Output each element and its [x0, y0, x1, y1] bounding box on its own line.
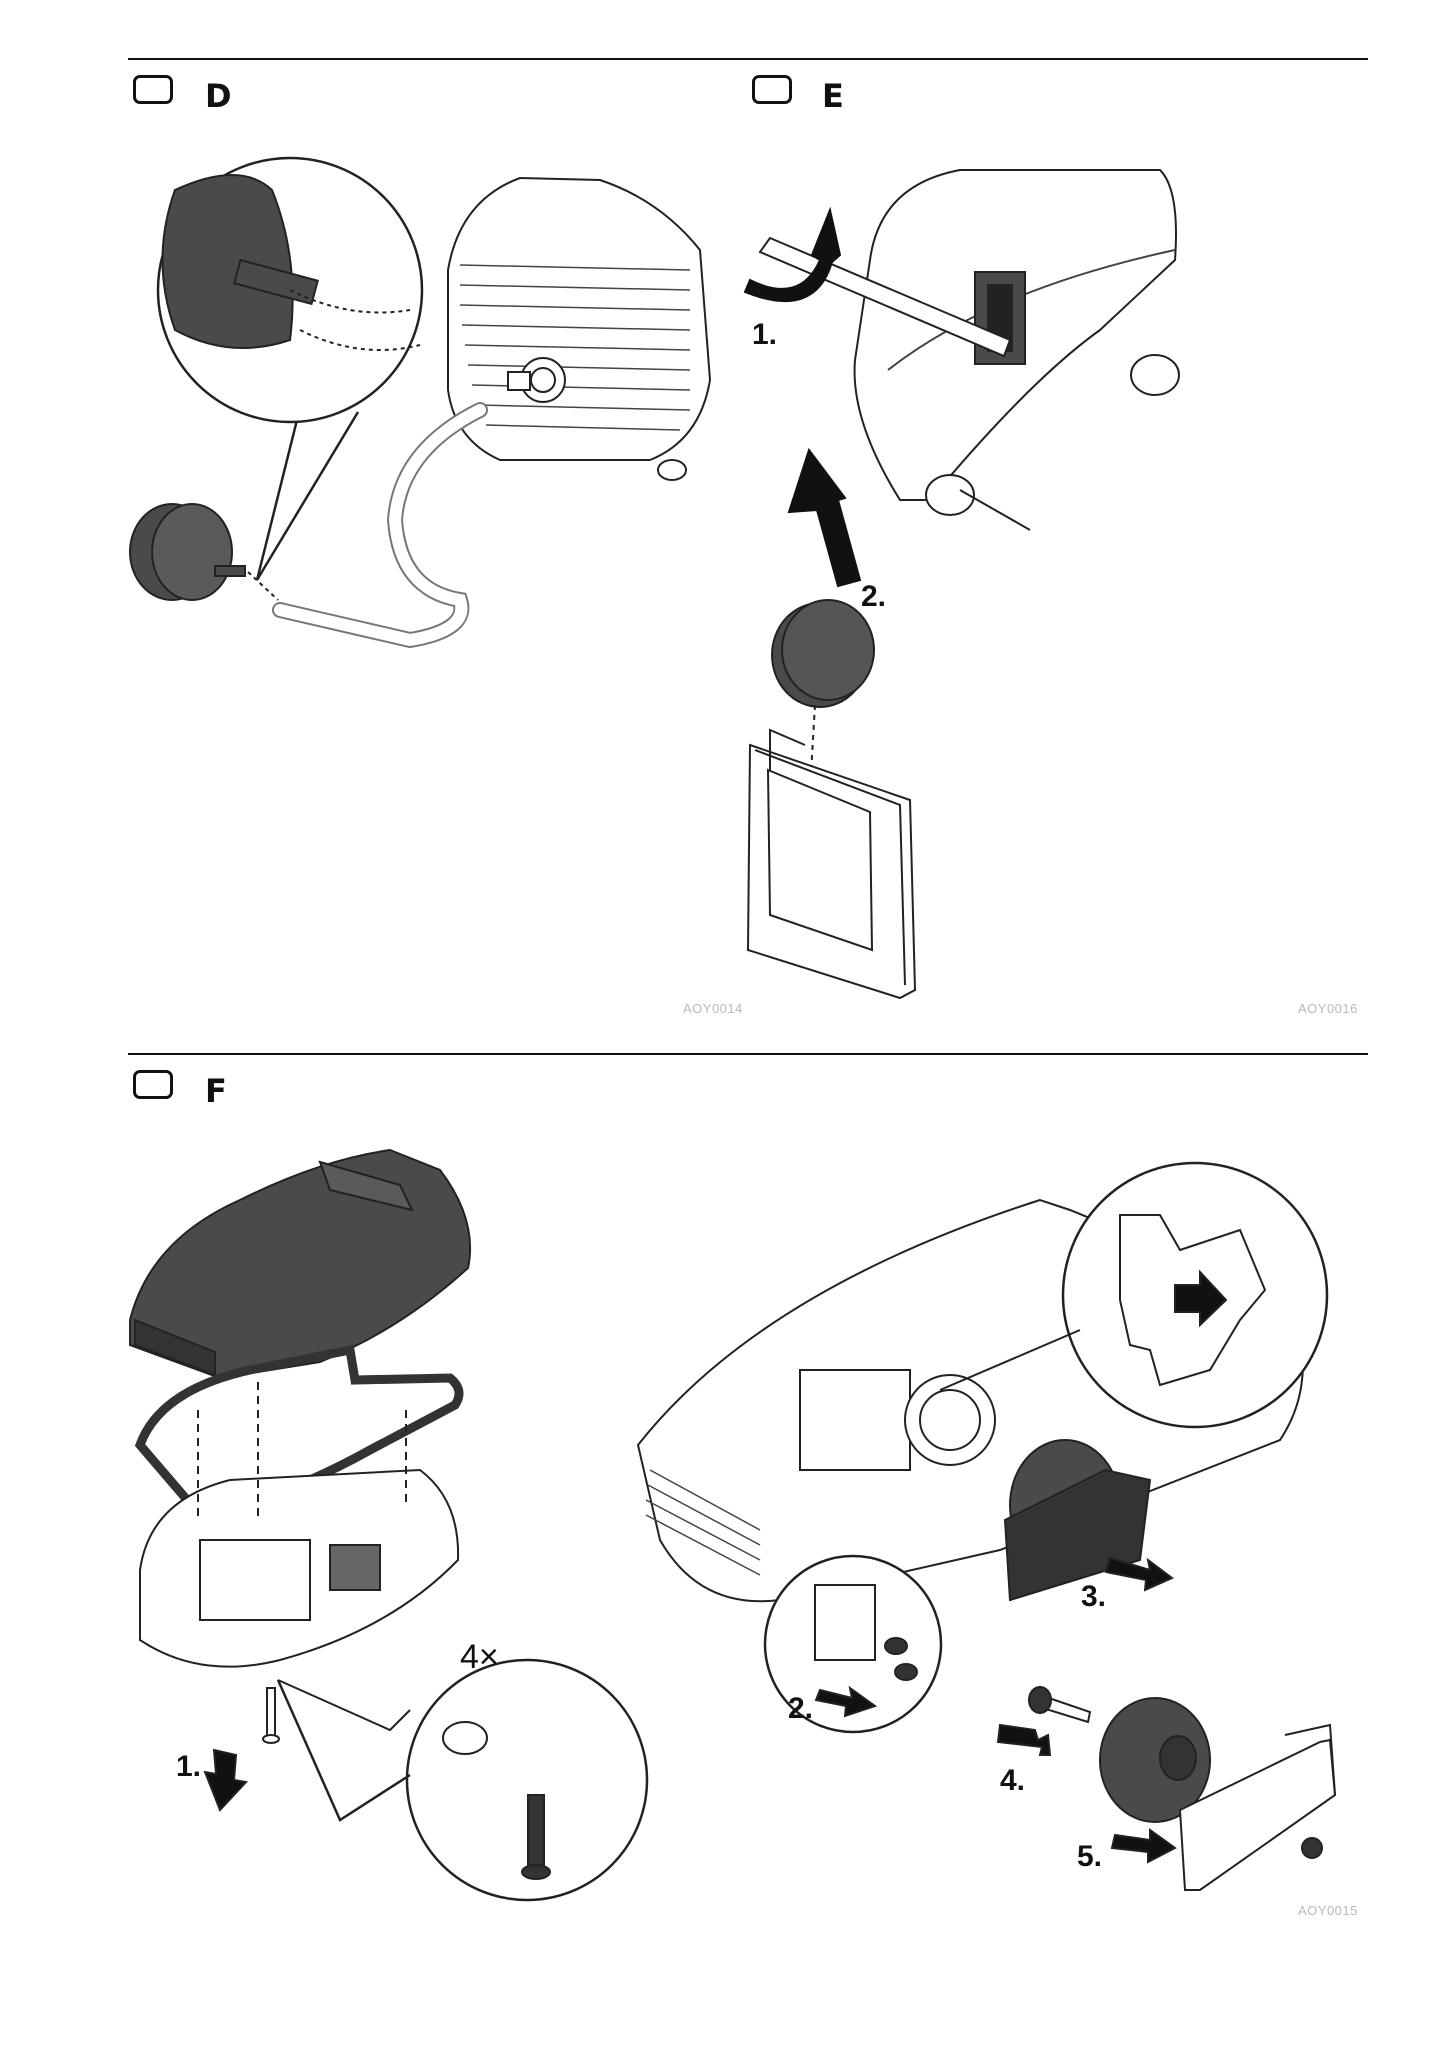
up-arrow-icon — [787, 447, 862, 588]
step-f-4: 4. — [1000, 1764, 1025, 1797]
checkbox-e-icon[interactable] — [752, 75, 792, 104]
quantity-label: 4× — [460, 1638, 499, 1676]
illustration-f — [129, 1148, 1337, 1902]
figure-code-f: AOY0015 — [1298, 1903, 1358, 1918]
down-arrow-icon — [203, 1748, 248, 1812]
top-rule — [128, 58, 1368, 60]
illustration-d — [129, 156, 712, 649]
illustration-e — [743, 169, 1180, 1000]
figure-code-d: AOY0014 — [683, 1001, 743, 1016]
step-f-5: 5. — [1077, 1840, 1102, 1873]
step-f-3: 3. — [1081, 1580, 1106, 1613]
middle-rule — [128, 1053, 1368, 1055]
checkbox-f-icon[interactable] — [133, 1070, 173, 1099]
figure-code-e: AOY0016 — [1298, 1001, 1358, 1016]
section-d-letter: D — [205, 77, 232, 115]
step-f-1: 1. — [176, 1750, 201, 1783]
checkbox-d-icon[interactable] — [133, 75, 173, 104]
step-f-2: 2. — [788, 1692, 813, 1725]
rotate-arrow-icon — [743, 206, 842, 303]
right-arrow-3-icon — [1104, 1556, 1174, 1592]
right-arrow-2-icon — [814, 1685, 878, 1718]
left-arrow-4-icon — [996, 1723, 1052, 1756]
right-arrow-5-icon — [1110, 1828, 1177, 1864]
section-e-letter: E — [822, 77, 844, 115]
step-e-2: 2. — [861, 580, 886, 613]
section-f-letter: F — [205, 1072, 227, 1110]
step-e-1: 1. — [752, 318, 777, 351]
magnifier-callout-icon — [255, 407, 360, 581]
